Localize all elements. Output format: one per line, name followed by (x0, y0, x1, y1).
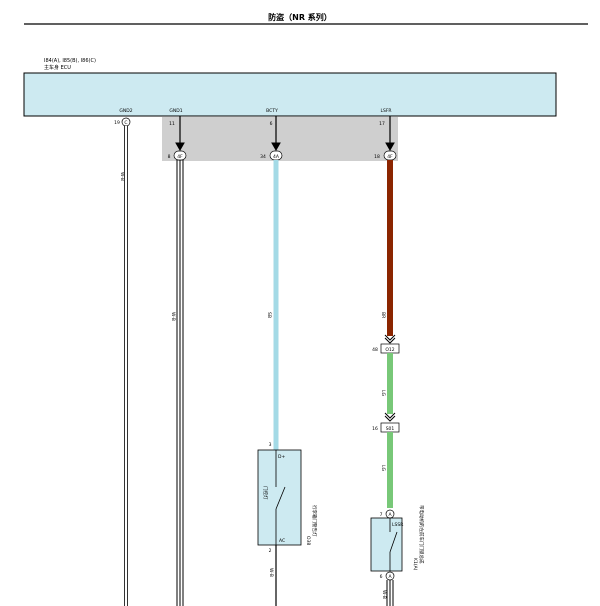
switch2-code: K1(A) (412, 558, 418, 571)
arrow-bcty (271, 116, 281, 152)
switch1-pin-d: D+ (278, 454, 285, 460)
switch2-name: 带电动机的左前车门门锁总成 (418, 505, 425, 564)
chevron-s01 (384, 412, 396, 422)
switch2-box (370, 517, 403, 572)
pin-num-bcty: 6 (270, 121, 273, 127)
arrow-lsfr (385, 116, 395, 152)
switch2-contact (389, 531, 398, 553)
pin-name-gnd1: GND1 (169, 108, 182, 114)
chevron-o12 (384, 334, 396, 344)
pin-conn-gnd2: C (124, 120, 127, 126)
wire-label-bcty: SB (266, 312, 272, 318)
wire-label-lsfr-green-2: LG (380, 465, 386, 472)
wire-gnd1 (176, 160, 184, 606)
ecu-connectors-label: I84(A), I85(B), I86(C) (44, 58, 96, 64)
pin-name-bcty: BCTY (266, 108, 278, 114)
switch1-box (257, 449, 302, 546)
wire-label-lsfr-brown: BR (380, 312, 386, 318)
pin-num-lsfr: 17 (379, 121, 385, 127)
switch1-pin-a: AC (279, 538, 285, 544)
wire-label-gnd2: W-B (119, 172, 125, 181)
switch2-ground-label: W-B (381, 590, 387, 599)
switch2-pin-top: 7 (380, 512, 383, 518)
junction-num-gnd1: 8 (168, 154, 171, 160)
inline-pin-o12: 48 (372, 347, 378, 353)
inline-id-s01: S01 (386, 426, 395, 432)
main-body-ecu-box (23, 72, 557, 117)
switch2-conn-bottom: A (388, 574, 392, 580)
wire-label-gnd1: W-B (170, 312, 176, 321)
switch1-ground-label: W-B (268, 568, 274, 577)
arrow-gnd1 (175, 116, 185, 152)
switch2-switch-label: LSSR (392, 522, 403, 528)
junction-id-gnd1: 4F (177, 154, 183, 160)
junction-num-lsfr: 18 (374, 154, 380, 160)
switch1-pin-bottom: 2 (269, 548, 272, 554)
ecu-name-label: 主车身 ECU (44, 64, 71, 71)
pin-name-lsfr: LSFR (380, 108, 391, 114)
switch2-pin-bottom: 6 (380, 574, 383, 580)
switch2-ground-wire (386, 580, 394, 606)
junction-id-lsfr: 4F (387, 154, 393, 160)
switch1-pin-top: 3 (269, 442, 272, 448)
switch2-conn-top: A (388, 512, 392, 518)
inline-pin-s01: 16 (372, 426, 378, 432)
inline-id-o12: O12 (385, 347, 394, 353)
junction-num-bcty: 34 (260, 154, 266, 160)
switch1-contact (275, 486, 286, 510)
switch1-name: 行李箱门警告灯 (311, 505, 318, 537)
pin-num-gnd2: 19 (114, 120, 120, 126)
junction-id-bcty: 4A (273, 154, 280, 160)
wire-label-lsfr-green-1: LG (380, 390, 386, 397)
switch1-code: O38 (305, 536, 311, 545)
pin-num-gnd1: 11 (169, 121, 175, 127)
pin-name-gnd2: GND2 (119, 108, 132, 114)
switch1-switch-label: 门控灯 (262, 486, 269, 500)
diagram-title: 防盗（NR 系列） (268, 12, 332, 22)
